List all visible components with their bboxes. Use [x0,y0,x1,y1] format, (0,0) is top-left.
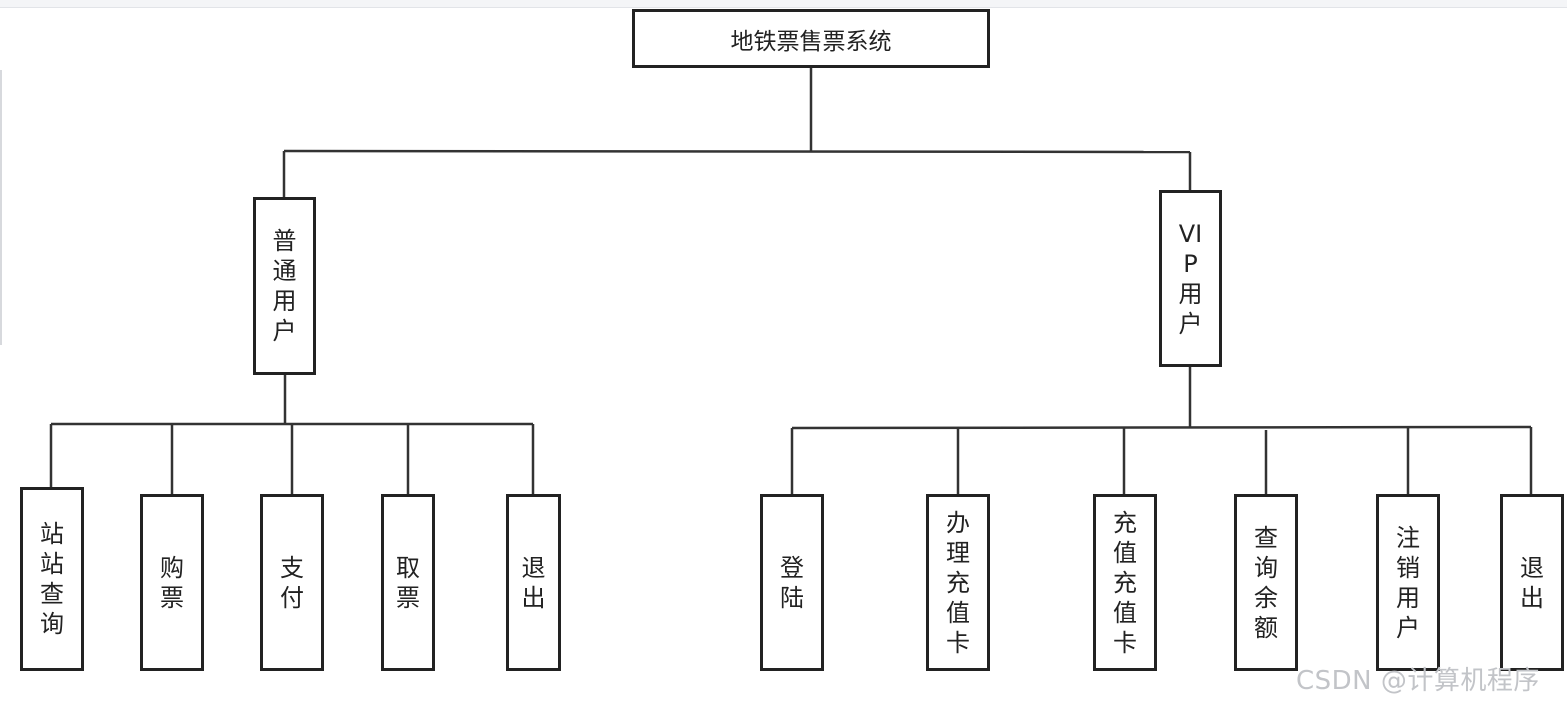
vip-user-label: VIP用户 [1178,219,1203,338]
connector-vip-bar [791,425,1532,430]
node-payment: 支付 [260,494,324,671]
left-edge-marker [0,70,2,345]
node-payment-label: 支付 [280,553,304,612]
csdn-watermark: CSDN @计算机程序 [1296,666,1540,696]
node-recharge-card: 充值充值卡 [1093,494,1157,671]
node-buy-ticket: 购票 [140,494,204,671]
top-border [0,0,1567,8]
root-node: 地铁票售票系统 [632,9,990,68]
node-station-query: 站站查询 [20,487,84,671]
node-check-balance-label: 查询余额 [1254,523,1278,642]
vip-user-node: VIP用户 [1159,190,1222,367]
node-normal-exit-label: 退出 [521,553,546,612]
node-collect-ticket-label: 取票 [396,553,420,612]
node-apply-card: 办理充值卡 [926,494,990,671]
root-node-label: 地铁票售票系统 [730,28,892,55]
normal-user-node: 普通用户 [253,197,316,375]
node-login: 登陆 [760,494,824,671]
node-vip-exit: 退出 [1500,494,1564,671]
connector-level1-bar [283,149,1191,154]
node-cancel-user: 注销用户 [1376,494,1440,671]
node-vip-exit-label: 退出 [1520,553,1544,612]
node-apply-card-label: 办理充值卡 [946,508,970,657]
node-check-balance: 查询余额 [1234,494,1298,671]
node-collect-ticket: 取票 [381,494,435,671]
node-buy-ticket-label: 购票 [160,553,184,612]
node-cancel-user-label: 注销用户 [1396,523,1420,642]
node-station-query-label: 站站查询 [40,520,64,638]
node-login-label: 登陆 [780,553,804,612]
node-normal-exit: 退出 [506,494,561,671]
node-recharge-card-label: 充值充值卡 [1113,508,1137,657]
normal-user-label: 普通用户 [272,227,297,345]
